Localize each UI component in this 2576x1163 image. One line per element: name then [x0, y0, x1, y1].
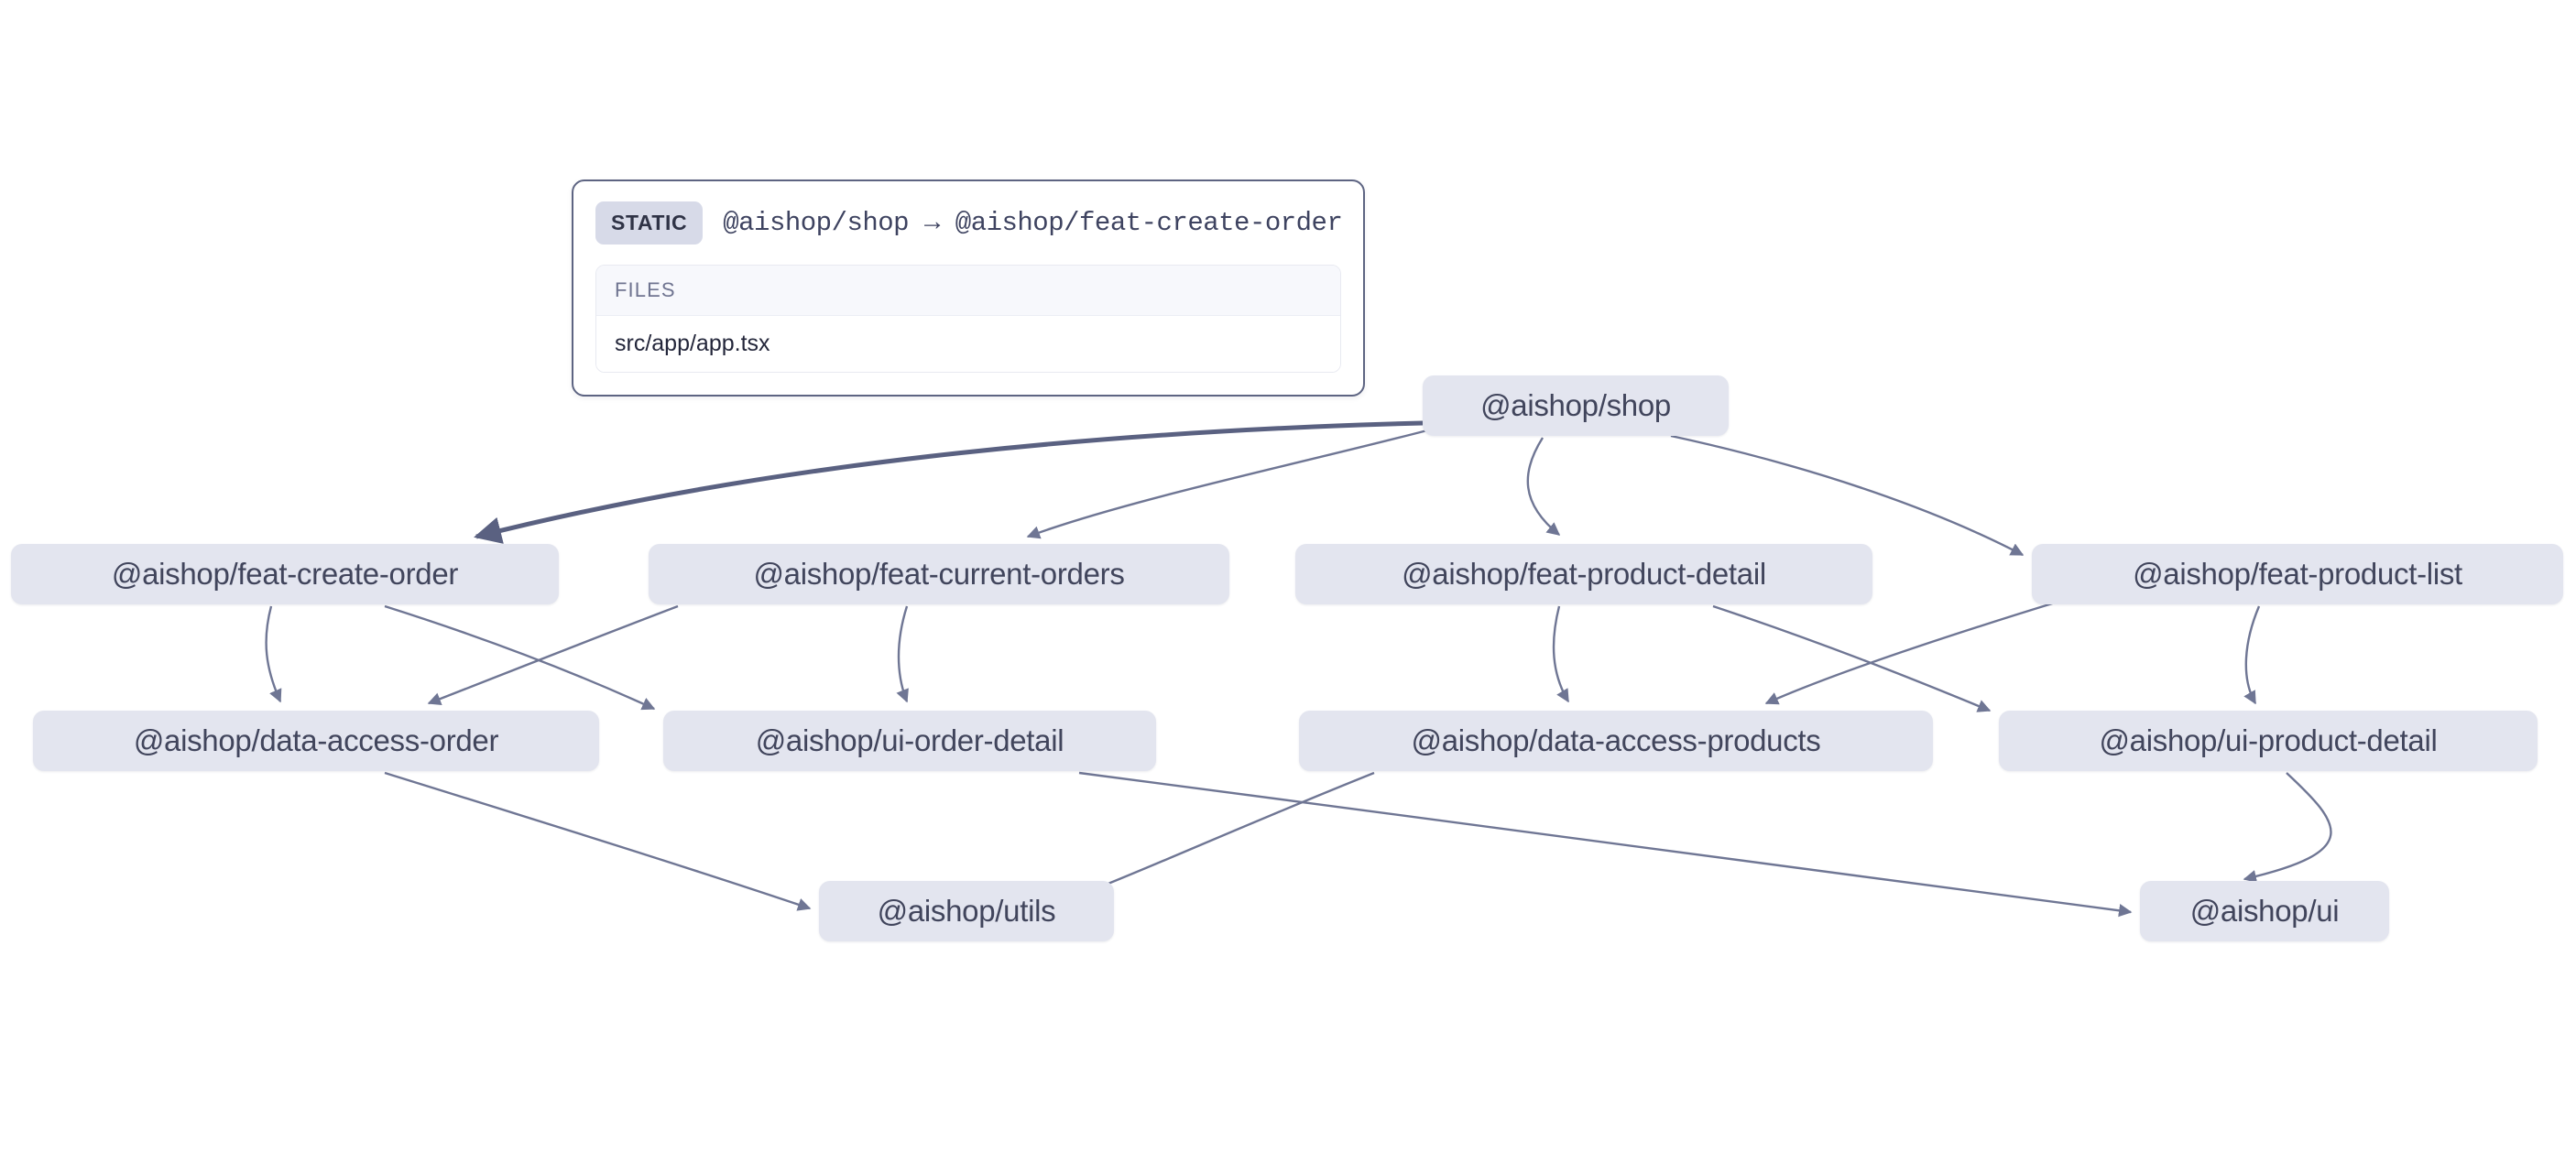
edge-feat-current-orders-to-ui-order-detail	[896, 605, 909, 703]
files-header: FILES	[596, 266, 1340, 316]
dependency-title: @aishop/shop → @aishop/feat-create-order	[723, 208, 1343, 238]
graph-node-utils[interactable]: @aishop/utils	[819, 881, 1114, 941]
graph-node-label: @aishop/feat-product-list	[2133, 557, 2462, 591]
edge-feat-current-orders-to-data-access-order	[427, 604, 679, 706]
edge-data-access-products-to-utils	[1081, 771, 1375, 897]
file-list-item[interactable]: src/app/app.tsx	[596, 316, 1340, 372]
tooltip-header: STATIC @aishop/shop → @aishop/feat-creat…	[595, 201, 1343, 245]
edge-shop-to-feat-product-list	[1670, 434, 2025, 557]
graph-node-label: @aishop/utils	[877, 894, 1056, 928]
files-panel: FILES src/app/app.tsx	[595, 265, 1341, 373]
graph-node-label: @aishop/data-access-order	[133, 723, 499, 757]
graph-node-label: @aishop/feat-create-order	[111, 557, 459, 591]
graph-node-label: @aishop/shop	[1480, 388, 1671, 422]
edge-feat-create-order-to-data-access-order	[265, 605, 282, 703]
edge-feat-create-order-to-ui-order-detail	[384, 604, 656, 711]
graph-node-ui-order-detail[interactable]: @aishop/ui-order-detail	[663, 711, 1156, 771]
graph-node-ui-product-detail[interactable]: @aishop/ui-product-detail	[1999, 711, 2538, 771]
graph-node-label: @aishop/feat-product-detail	[1402, 557, 1766, 591]
edge-ui-order-detail-to-ui	[1078, 771, 2133, 918]
graph-node-label: @aishop/ui-product-detail	[2099, 723, 2438, 757]
graph-node-data-access-products[interactable]: @aishop/data-access-products	[1299, 711, 1933, 771]
edge-detail-tooltip[interactable]: STATIC @aishop/shop → @aishop/feat-creat…	[572, 179, 1365, 397]
edge-feat-product-list-to-data-access-products	[1764, 599, 2062, 705]
static-badge: STATIC	[595, 201, 704, 245]
graph-node-label: @aishop/feat-current-orders	[753, 557, 1125, 591]
edge-feat-product-list-to-ui-product-detail	[2243, 605, 2261, 705]
graph-node-feat-product-detail[interactable]: @aishop/feat-product-detail	[1295, 544, 1872, 604]
graph-node-feat-create-order[interactable]: @aishop/feat-create-order	[11, 544, 559, 604]
graph-node-feat-product-list[interactable]: @aishop/feat-product-list	[2032, 544, 2563, 604]
edge-shop-to-feat-create-order	[474, 420, 1424, 544]
graph-node-label: @aishop/data-access-products	[1411, 723, 1821, 757]
graph-node-label: @aishop/ui	[2189, 894, 2340, 928]
edge-shop-to-feat-current-orders	[1026, 429, 1428, 539]
edge-shop-to-feat-product-detail	[1526, 437, 1561, 536]
graph-node-shop[interactable]: @aishop/shop	[1423, 375, 1729, 436]
graph-node-feat-current-orders[interactable]: @aishop/feat-current-orders	[649, 544, 1229, 604]
graph-node-ui[interactable]: @aishop/ui	[2140, 881, 2389, 941]
edge-feat-product-detail-to-ui-product-detail	[1712, 604, 1992, 712]
graph-node-data-access-order[interactable]: @aishop/data-access-order	[33, 711, 599, 771]
graph-node-label: @aishop/ui-order-detail	[755, 723, 1064, 757]
edge-ui-product-detail-to-ui	[2243, 772, 2332, 884]
edge-data-access-order-to-utils	[384, 771, 812, 911]
edge-feat-product-detail-to-data-access-products	[1552, 605, 1570, 703]
